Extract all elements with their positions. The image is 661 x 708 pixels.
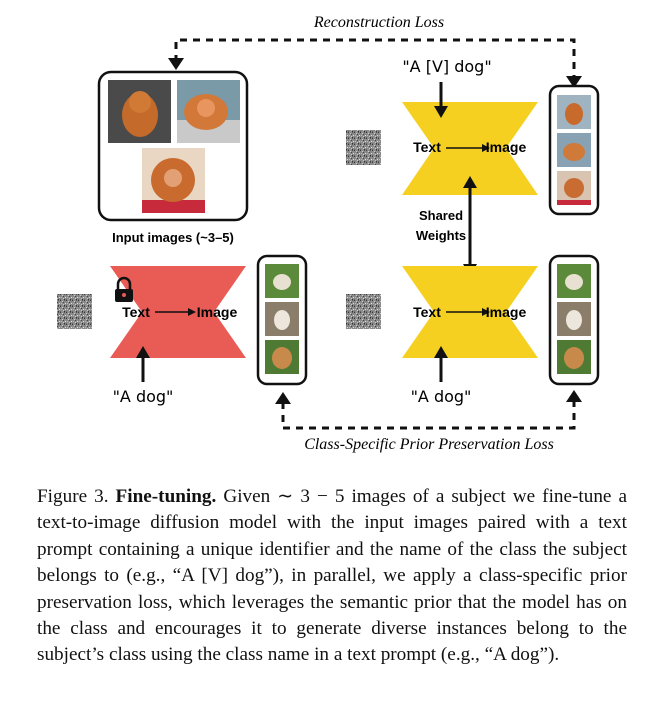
- shared-weights-line2: Weights: [416, 228, 466, 243]
- noise-image: [346, 294, 381, 329]
- prompt-class-left: "A dog": [113, 387, 174, 406]
- figure-number: Figure 3.: [37, 486, 109, 507]
- figure-caption: Figure 3. Fine-tuning. Given ∼ 3 − 5 ima…: [37, 484, 627, 669]
- model-top-text-label: Text: [413, 139, 441, 155]
- prior-preservation-loss-arrow: [275, 390, 582, 430]
- fine-tuning-diagram: Reconstruction Loss Input images (~3–5) …: [57, 14, 600, 453]
- prompt-class-right: "A dog": [411, 387, 472, 406]
- model-bottom-right-image-label: Image: [486, 304, 527, 320]
- model-bottom-right-text-label: Text: [413, 304, 441, 320]
- reconstruction-loss-arrow: [168, 38, 582, 88]
- prior-preservation-loss-label: Class-Specific Prior Preservation Loss: [304, 436, 554, 453]
- lock-icon: [115, 276, 133, 302]
- reconstruction-loss-label: Reconstruction Loss: [313, 14, 444, 31]
- dog-photo: [108, 80, 171, 143]
- output-strip-bottom-left: [256, 254, 308, 386]
- model-top-image-label: Image: [486, 139, 527, 155]
- dog-photo: [142, 148, 205, 213]
- shared-weights-line1: Shared: [419, 208, 463, 223]
- input-images-label: Input images (~3–5): [112, 230, 234, 245]
- caption-title: Fine-tuning.: [115, 486, 217, 507]
- dog-photo: [177, 80, 240, 143]
- noise-image: [346, 130, 381, 165]
- input-images-box: [97, 70, 249, 222]
- caption-text: Given ∼ 3 − 5 images of a subject we fin…: [37, 486, 627, 666]
- noise-image: [57, 294, 92, 329]
- output-strip-top: [548, 84, 600, 216]
- model-bottom-left-text-label: Text: [122, 304, 150, 320]
- model-bottom-left-image-label: Image: [197, 304, 238, 320]
- prompt-subject: "A [V] dog": [402, 57, 491, 76]
- output-strip-bottom-right: [548, 254, 600, 386]
